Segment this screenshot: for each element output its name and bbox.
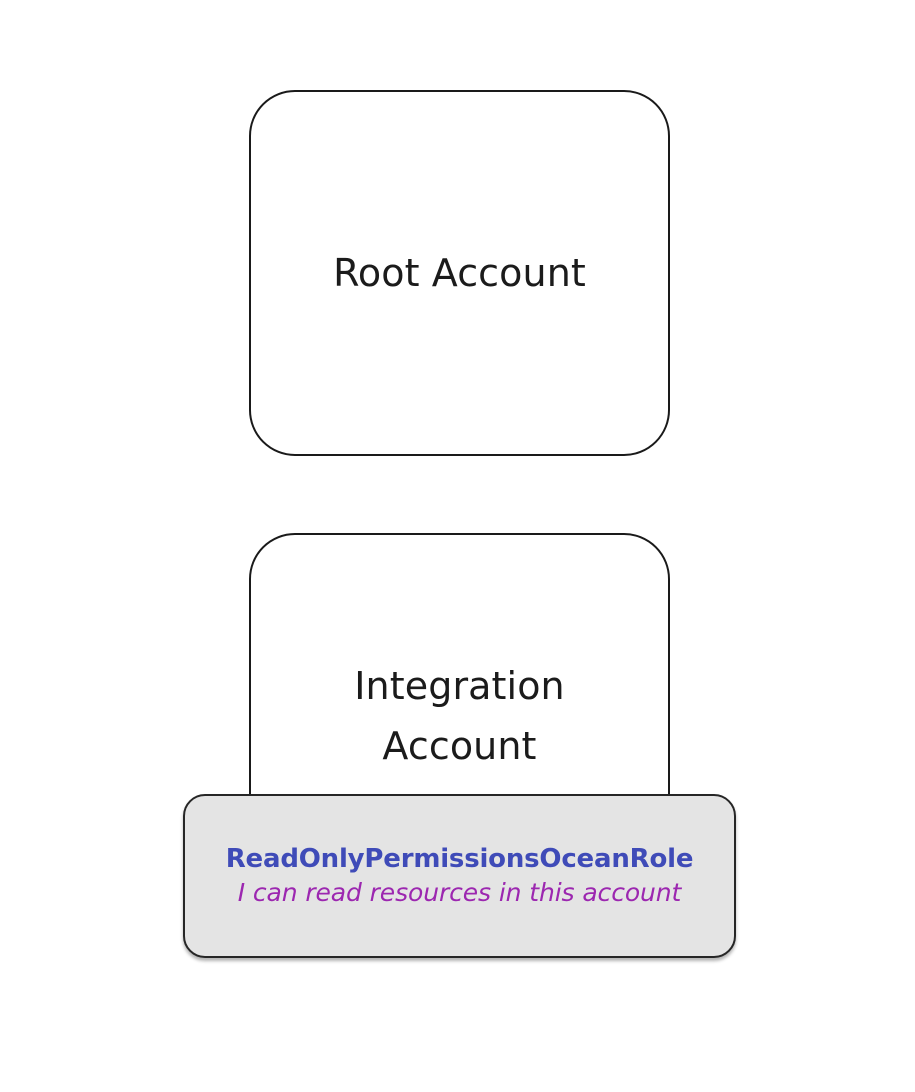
integration-account-label: Integration Account xyxy=(354,663,565,768)
root-account-box[interactable]: Root Account xyxy=(249,90,670,456)
role-description-label: I can read resources in this account xyxy=(237,878,682,908)
readonly-role-node[interactable]: ReadOnlyPermissionsOceanRole I can read … xyxy=(183,794,736,958)
root-account-label: Root Account xyxy=(333,250,586,295)
role-name-label: ReadOnlyPermissionsOceanRole xyxy=(225,843,694,874)
